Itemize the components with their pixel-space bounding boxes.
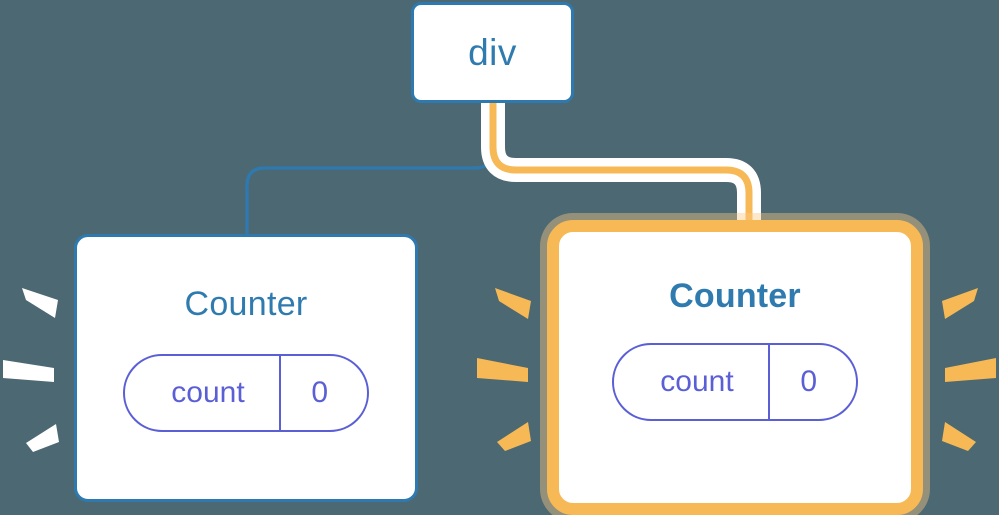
sparkle-ray-upper-icon bbox=[495, 288, 531, 319]
node-counter-right-content: Counter count 0 bbox=[559, 232, 911, 503]
node-div[interactable]: div bbox=[411, 2, 574, 103]
node-counter-right[interactable]: Counter count 0 bbox=[547, 220, 923, 515]
edge-div-to-counter-left bbox=[245, 103, 495, 236]
state-pill: count 0 bbox=[612, 343, 858, 421]
sparkle-ray-lower-icon bbox=[497, 422, 531, 451]
edge-div-to-counter-right bbox=[489, 103, 753, 232]
sparkle-group-right-counter-left-orange bbox=[477, 288, 531, 451]
sparkle-ray-lower-icon bbox=[942, 422, 976, 451]
node-counter-left[interactable]: Counter count 0 bbox=[74, 234, 418, 502]
state-key: count bbox=[660, 365, 734, 398]
sparkle-ray-upper-icon bbox=[942, 288, 978, 319]
state-pill: count 0 bbox=[123, 354, 369, 432]
state-key: count bbox=[171, 376, 245, 409]
sparkle-ray-lower-icon bbox=[26, 424, 59, 452]
component-title: Counter bbox=[184, 285, 308, 323]
node-counter-left-content: Counter count 0 bbox=[77, 237, 415, 499]
sparkle-ray-middle-icon bbox=[3, 360, 54, 382]
sparkle-group-right-counter-right-orange bbox=[942, 288, 996, 451]
node-div-label: div bbox=[468, 32, 517, 73]
sparkle-ray-middle-icon bbox=[477, 358, 528, 382]
edge-div-to-counter-right-halo bbox=[481, 103, 761, 232]
sparkle-ray-middle-icon bbox=[945, 358, 996, 382]
sparkle-group-left-counter-white bbox=[3, 288, 59, 452]
state-value: 0 bbox=[767, 345, 856, 419]
component-title: Counter bbox=[669, 277, 801, 315]
sparkle-ray-upper-icon bbox=[22, 288, 58, 318]
state-value: 0 bbox=[278, 356, 367, 430]
